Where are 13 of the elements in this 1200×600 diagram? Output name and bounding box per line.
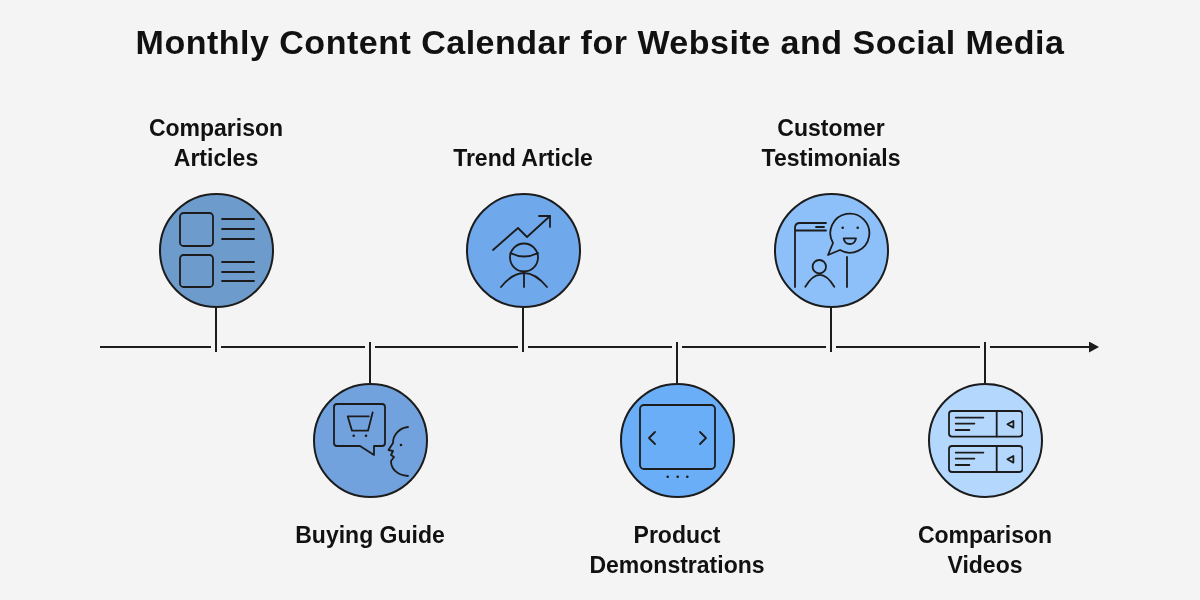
milestone-label: Comparison Articles	[147, 113, 285, 173]
timeline-connector	[830, 306, 832, 353]
milestone-label: Trend Article	[453, 143, 593, 173]
timeline-connector	[676, 341, 678, 384]
timeline-connector	[369, 341, 371, 384]
title: Monthly Content Calendar for Website and Social Media	[135, 22, 1065, 63]
timeline-connector	[522, 306, 524, 353]
milestone-label: Product Demonstrations	[588, 521, 766, 580]
timeline-connector	[984, 341, 986, 384]
milestone-label: Comparison Videos	[916, 521, 1054, 580]
milestone-label: Customer Testimonials	[760, 113, 902, 173]
timeline-connector	[215, 306, 217, 353]
milestone-label: Buying Guide	[295, 521, 445, 550]
